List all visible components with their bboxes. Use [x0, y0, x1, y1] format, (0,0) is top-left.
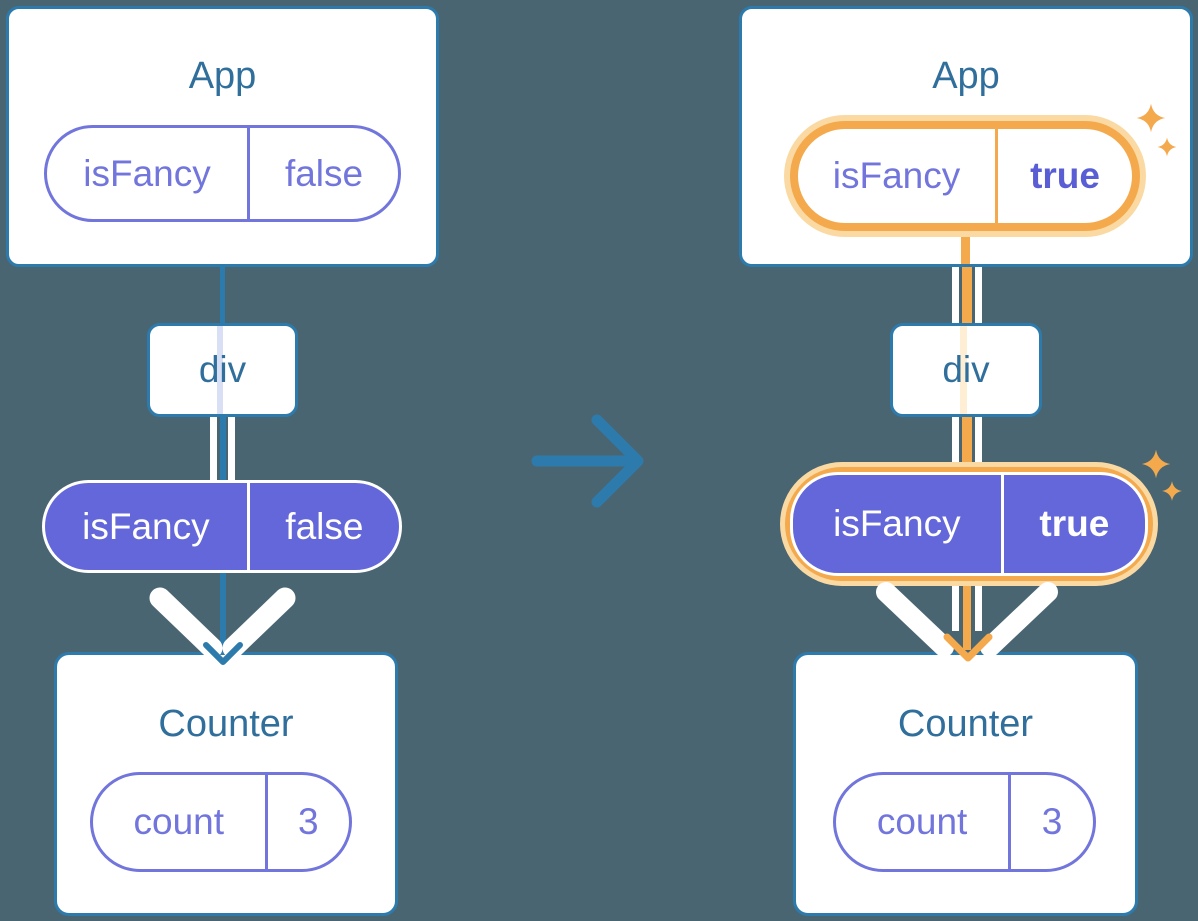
render-flow-bar: [952, 415, 959, 465]
prop-thread-line: [220, 571, 226, 659]
state-value: 3: [264, 775, 349, 869]
div-label: div: [198, 349, 247, 390]
state-value: false: [247, 128, 398, 219]
state-value: true: [995, 129, 1132, 223]
component-title: Counter: [158, 703, 294, 745]
sparkle-icon: [1141, 449, 1171, 479]
counter-card: Counter count 3: [793, 652, 1138, 916]
prop-thread-faint-line: [217, 326, 223, 414]
state-thread-line: [962, 265, 972, 325]
render-flow-chevron-icon: [876, 582, 954, 657]
render-flow-bar: [952, 265, 959, 325]
prop-key: isFancy: [833, 503, 961, 544]
app-card: App isFancy true: [739, 6, 1193, 267]
highlighted-prop-pill: isFancy true: [780, 462, 1158, 586]
state-key: isFancy: [832, 155, 961, 196]
div-card: div: [890, 323, 1042, 417]
state-thread-line: [961, 237, 970, 264]
prop-thread-line: [220, 415, 226, 482]
highlight-ring: isFancy true: [790, 121, 1140, 231]
sparkle-icon: [1162, 481, 1182, 501]
render-flow-bar: [975, 586, 982, 631]
render-flow-chevron-icon: [222, 587, 296, 659]
component-title: App: [932, 55, 1000, 97]
passed-prop-pill: isFancy true: [790, 472, 1148, 576]
state-key: count: [133, 801, 225, 842]
state-thread-faint-line: [960, 326, 967, 414]
state-pill: isFancy true: [798, 129, 1132, 223]
transition-arrow-icon: [591, 414, 644, 508]
prop-value: true: [1000, 475, 1145, 573]
state-thread-line: [962, 415, 972, 465]
counter-card: Counter count 3: [54, 652, 398, 916]
render-flow-bar: [952, 586, 959, 631]
render-flow-bar: [228, 415, 235, 482]
highlighted-state-pill: isFancy true: [784, 115, 1146, 237]
state-value: 3: [1008, 775, 1093, 869]
render-flow-bar: [975, 265, 982, 325]
highlight-ring: isFancy true: [785, 467, 1153, 581]
render-flow-bar: [210, 415, 217, 482]
prop-key: isFancy: [82, 505, 210, 547]
app-card: App isFancy false: [6, 6, 439, 267]
state-key: count: [876, 801, 968, 842]
render-flow-chevron-icon: [149, 587, 223, 659]
passed-prop-pill: isFancy false: [42, 480, 402, 573]
state-pill: count 3: [833, 772, 1096, 872]
pill-white-ring: isFancy true: [790, 472, 1148, 576]
app-to-div-line: [220, 265, 225, 325]
div-label: div: [942, 349, 990, 390]
component-title: App: [188, 55, 257, 97]
state-pill: count 3: [90, 772, 352, 872]
state-pill: isFancy false: [44, 125, 401, 222]
render-flow-chevron-icon: [980, 582, 1058, 657]
state-thread-line: [963, 586, 971, 650]
div-card: div: [147, 323, 298, 417]
render-flow-bar: [975, 415, 982, 465]
component-title: Counter: [897, 703, 1034, 745]
state-key: isFancy: [83, 152, 211, 194]
prop-value: false: [246, 483, 399, 570]
